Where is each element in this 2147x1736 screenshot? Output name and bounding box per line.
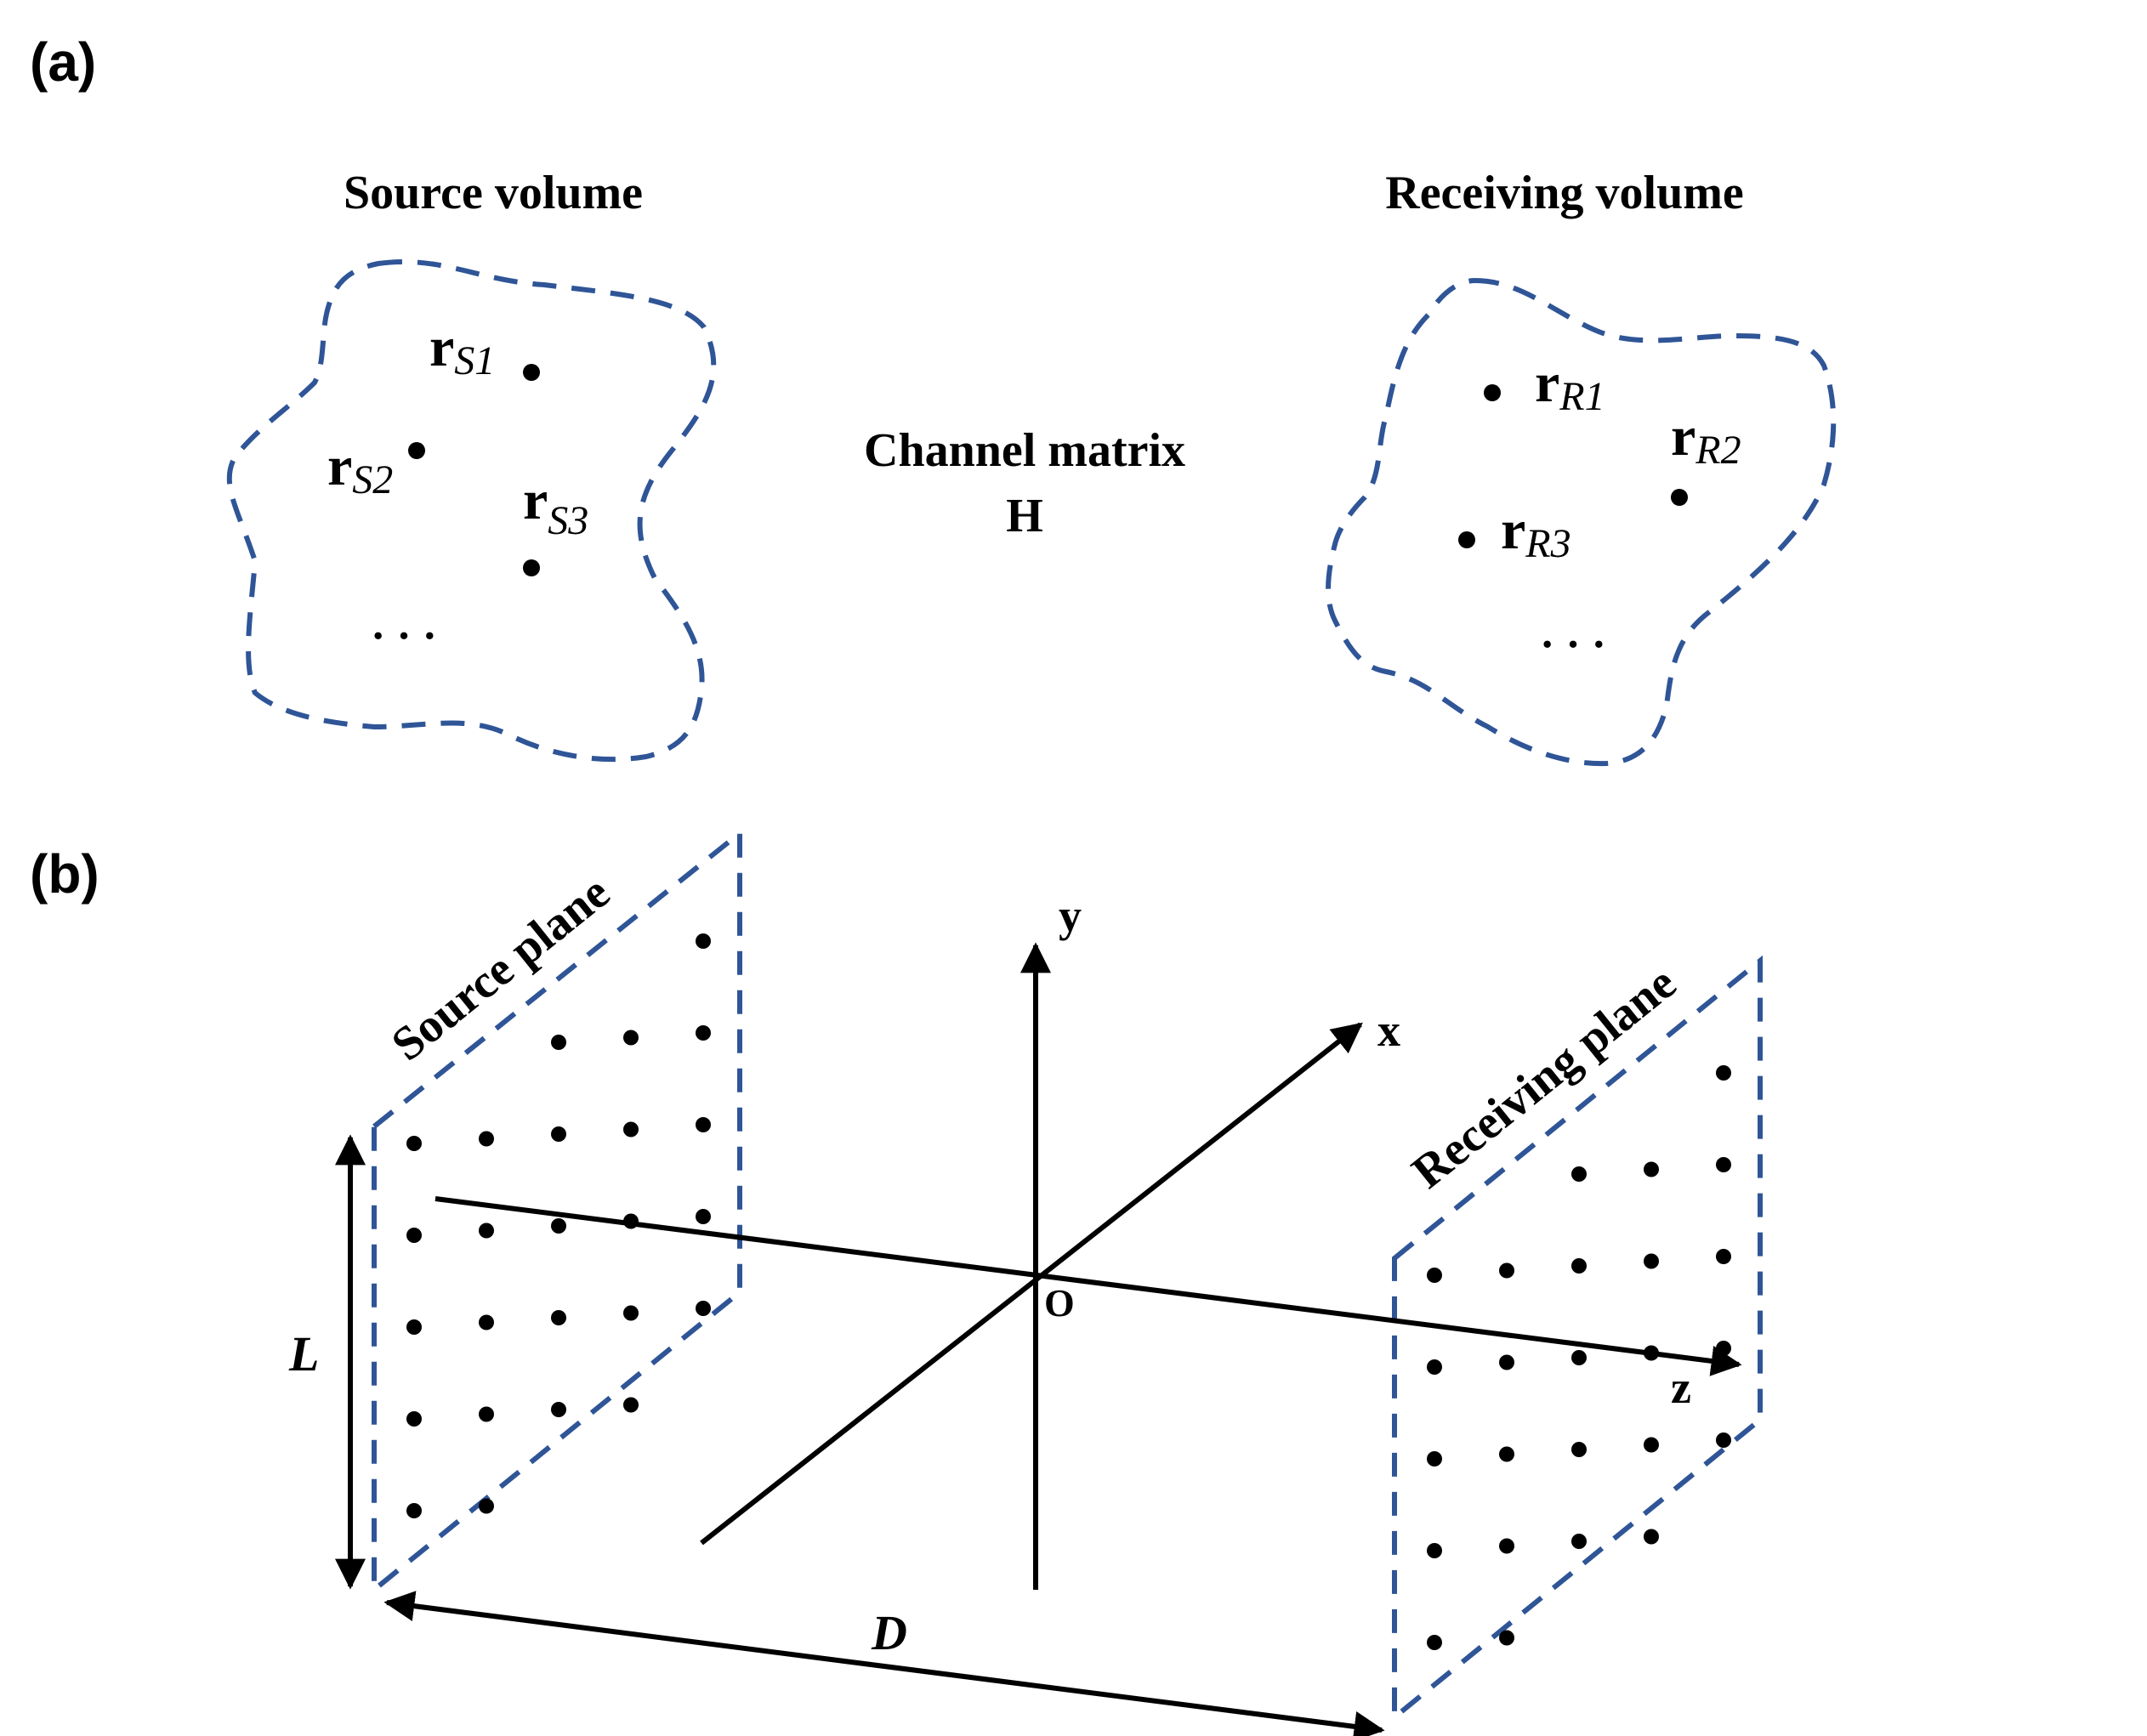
receiving-plane-dot bbox=[1427, 1635, 1442, 1650]
receiving-volume-title: Receiving volume bbox=[1385, 167, 1743, 219]
source-plane-dot bbox=[479, 1498, 494, 1514]
receiving-plane-dot bbox=[1716, 1065, 1731, 1081]
origin-label: O bbox=[1044, 1281, 1075, 1325]
source-plane-dot bbox=[551, 1310, 566, 1325]
receiving-point-r2 bbox=[1671, 489, 1688, 506]
source-plane-dot bbox=[406, 1503, 422, 1518]
receiving-label-r1: rR1 bbox=[1535, 352, 1605, 419]
source-plane-dot bbox=[406, 1136, 422, 1151]
receiving-plane-dot bbox=[1571, 1442, 1587, 1457]
source-plane-dot bbox=[623, 1305, 639, 1321]
source-label-s1: rS1 bbox=[429, 316, 495, 383]
source-label-s3: rS3 bbox=[523, 469, 588, 543]
receiving-volume-outline bbox=[1326, 277, 1837, 767]
panel-a-label: (a) bbox=[30, 31, 96, 93]
receiving-plane-dot bbox=[1499, 1538, 1514, 1554]
distance-label: D bbox=[871, 1605, 907, 1660]
source-plane-label: Source plane bbox=[382, 865, 619, 1071]
receiving-plane-dot bbox=[1571, 1166, 1587, 1182]
receiving-plane-dot bbox=[1499, 1446, 1514, 1462]
source-plane-dot bbox=[551, 1218, 566, 1234]
receiving-label-r2: rR2 bbox=[1671, 406, 1741, 473]
receiving-plane-dot bbox=[1716, 1432, 1731, 1448]
receiving-plane-dot bbox=[1716, 1157, 1731, 1172]
receiving-plane-dot bbox=[1716, 1341, 1731, 1356]
receiving-plane-dot bbox=[1571, 1350, 1587, 1365]
source-volume-title: Source volume bbox=[344, 167, 643, 219]
x-axis-label: x bbox=[1377, 1005, 1400, 1056]
receiving-plane-dot bbox=[1644, 1161, 1659, 1177]
y-axis-label: y bbox=[1059, 890, 1082, 941]
source-point-s3 bbox=[523, 559, 540, 576]
channel-matrix-symbol: H bbox=[1006, 490, 1043, 542]
source-plane-dot bbox=[623, 1030, 639, 1046]
source-plane-dot bbox=[551, 1035, 566, 1050]
source-plane-dot bbox=[696, 1301, 711, 1316]
source-plane-dot bbox=[696, 1209, 711, 1224]
source-ellipsis: · · · bbox=[371, 612, 437, 661]
source-point-s2 bbox=[408, 442, 425, 459]
receiving-plane-dot bbox=[1644, 1529, 1659, 1545]
receiving-plane-dot bbox=[1644, 1253, 1659, 1269]
source-plane-dot bbox=[696, 933, 711, 949]
receiving-plane-dot bbox=[1499, 1262, 1514, 1279]
receiving-point-r1 bbox=[1484, 384, 1501, 401]
source-label-s2: rS2 bbox=[327, 435, 393, 502]
receiving-ellipsis: · · · bbox=[1540, 621, 1606, 669]
source-plane-dot bbox=[623, 1121, 639, 1137]
z-axis-label: z bbox=[1671, 1362, 1691, 1413]
source-plane-dot bbox=[479, 1131, 494, 1147]
source-plane-dot bbox=[696, 1025, 711, 1041]
source-plane-dot bbox=[696, 1117, 711, 1132]
source-plane-dot bbox=[406, 1319, 422, 1335]
distance-dimension-arrow bbox=[383, 1591, 1385, 1736]
source-plane-dot bbox=[551, 1126, 566, 1142]
receiving-plane-dot bbox=[1644, 1437, 1659, 1453]
channel-matrix-label: Channel matrix bbox=[864, 424, 1185, 477]
source-plane-dots bbox=[406, 933, 711, 1518]
source-volume-outline bbox=[226, 258, 717, 763]
source-plane-dot bbox=[551, 1402, 566, 1417]
receiving-plane-dots bbox=[1427, 1065, 1731, 1650]
receiving-plane-dot bbox=[1571, 1534, 1587, 1549]
receiving-plane-dot bbox=[1716, 1249, 1731, 1264]
receiving-plane-label: Receiving plane bbox=[1402, 956, 1685, 1199]
source-point-s1 bbox=[523, 364, 540, 381]
x-axis bbox=[700, 1022, 1363, 1546]
source-plane-dot bbox=[406, 1228, 422, 1243]
receiving-plane-dot bbox=[1427, 1268, 1442, 1283]
z-axis bbox=[435, 1196, 1742, 1376]
receiving-point-r3 bbox=[1458, 531, 1475, 548]
source-plane-dot bbox=[479, 1314, 494, 1330]
panel-b-label: (b) bbox=[30, 843, 99, 905]
receiving-plane-dot bbox=[1427, 1451, 1442, 1467]
source-plane-dot bbox=[406, 1411, 422, 1427]
source-plane-dot bbox=[479, 1223, 494, 1239]
receiving-plane-dot bbox=[1427, 1359, 1442, 1375]
receiving-plane-dot bbox=[1499, 1630, 1514, 1646]
receiving-plane-dot bbox=[1571, 1258, 1587, 1274]
receiving-label-r3: rR3 bbox=[1501, 499, 1571, 566]
receiving-plane-dot bbox=[1499, 1354, 1514, 1370]
receiving-plane-dot bbox=[1427, 1543, 1442, 1558]
length-label: L bbox=[288, 1326, 319, 1381]
source-plane-dot bbox=[479, 1406, 494, 1422]
receiving-plane-outline bbox=[1392, 955, 1763, 1723]
source-plane-dot bbox=[623, 1397, 639, 1413]
